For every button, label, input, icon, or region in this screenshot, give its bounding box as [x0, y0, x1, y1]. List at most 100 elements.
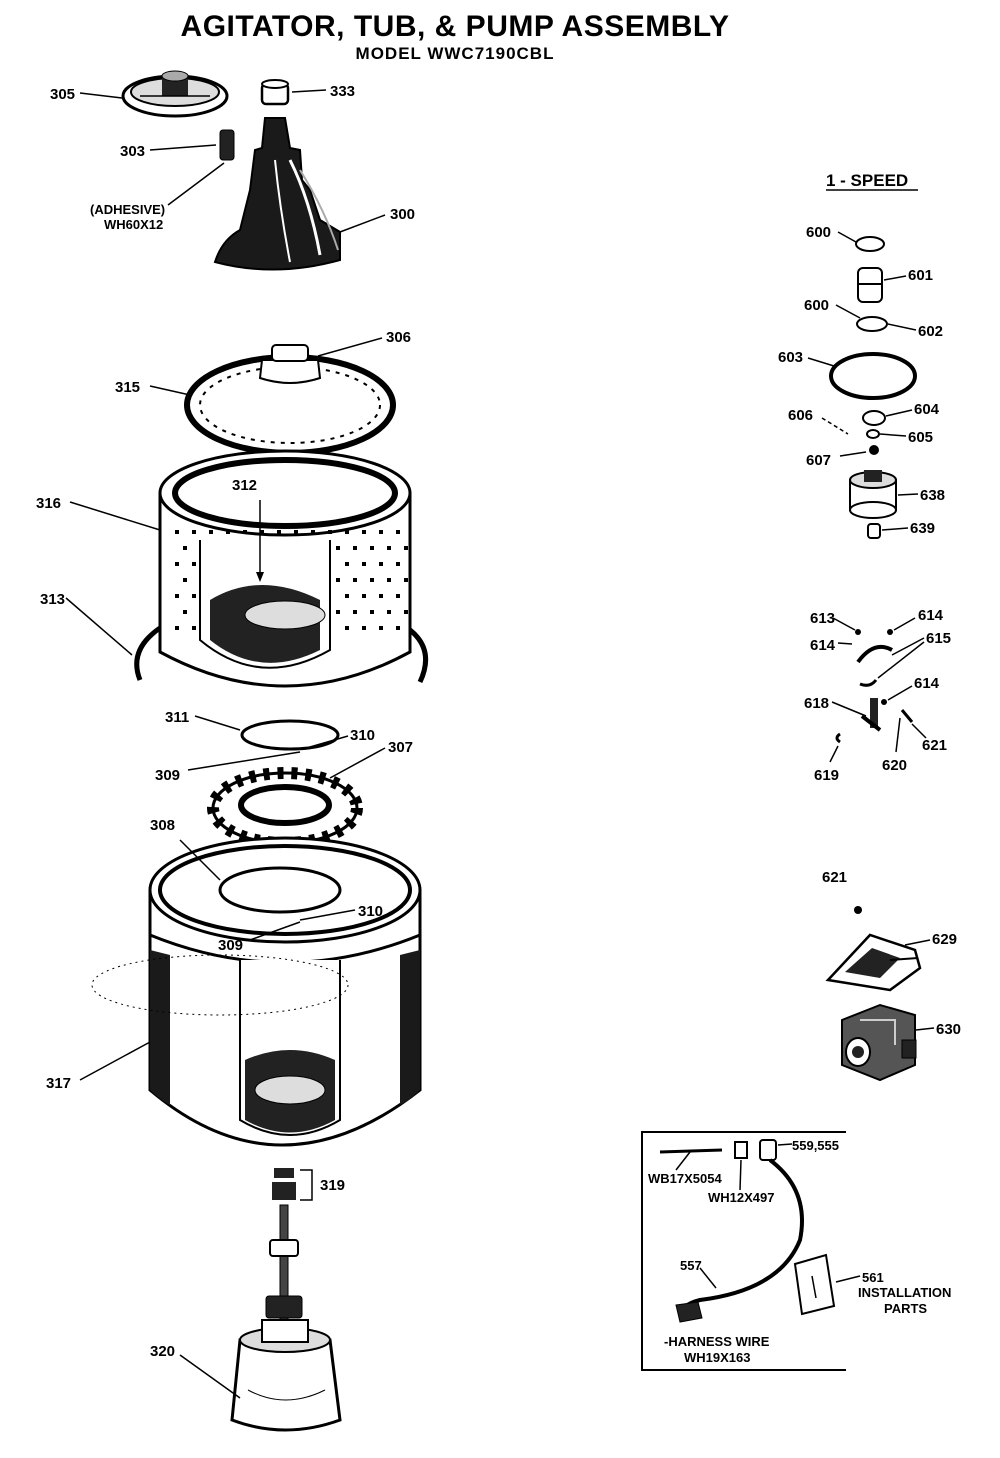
- perforation-hole: [345, 530, 349, 534]
- label-320: 320: [150, 1343, 175, 1360]
- label-wh12x497: WH12X497: [708, 1190, 774, 1205]
- model-number: MODEL WWC7190CBL: [355, 44, 555, 63]
- agitator-300: [213, 117, 341, 271]
- label-307: 307: [388, 739, 413, 756]
- part-605: [866, 429, 880, 439]
- label-309-upper: 309: [155, 767, 180, 784]
- perforation-hole: [379, 562, 383, 566]
- label-adhesive: (ADHESIVE): [90, 202, 165, 217]
- label-305: 305: [50, 86, 75, 103]
- label-333: 333: [330, 83, 355, 100]
- label-621b: 621: [822, 869, 847, 886]
- connector-559: [759, 1139, 777, 1161]
- gasket-307: [207, 767, 363, 849]
- perforation-hole: [353, 578, 357, 582]
- label-308: 308: [150, 817, 175, 834]
- perforation-hole: [362, 626, 366, 630]
- perforation-hole: [175, 594, 179, 598]
- perforation-hole: [260, 530, 264, 534]
- bearing-319b: [272, 1182, 296, 1200]
- label-315: 315: [115, 379, 140, 396]
- part-621a: [900, 709, 914, 723]
- clip-313-left: [134, 625, 162, 681]
- perforation-hole: [277, 530, 281, 534]
- part-638: [849, 470, 897, 519]
- label-639: 639: [910, 520, 935, 537]
- label-316: 316: [36, 495, 61, 512]
- part-wh12x497: [734, 1141, 748, 1159]
- perforation-hole: [396, 562, 400, 566]
- perforation-hole: [370, 610, 374, 614]
- label-600b: 600: [804, 297, 829, 314]
- label-600a: 600: [806, 224, 831, 241]
- label-303: 303: [120, 143, 145, 160]
- part-600b: [856, 316, 888, 332]
- perforation-hole: [379, 626, 383, 630]
- perforation-hole: [175, 530, 179, 534]
- label-306: 306: [386, 329, 411, 346]
- label-605: 605: [908, 429, 933, 446]
- perforation-hole: [370, 578, 374, 582]
- perforation-hole: [328, 530, 332, 534]
- label-614b: 614: [810, 637, 836, 654]
- label-harness-wire: -HARNESS WIRE: [664, 1334, 770, 1349]
- perforation-hole: [379, 594, 383, 598]
- label-606: 606: [788, 407, 813, 424]
- perforation-hole: [209, 530, 213, 534]
- label-311: 311: [165, 709, 189, 726]
- label-319: 319: [320, 1177, 345, 1194]
- label-559-555: 559,555: [792, 1138, 839, 1153]
- perforation-hole: [345, 626, 349, 630]
- diagram-title: AGITATOR, TUB, & PUMP ASSEMBLY: [180, 10, 730, 43]
- label-614a: 614: [918, 607, 944, 624]
- label-604: 604: [914, 401, 940, 418]
- perforation-hole: [175, 626, 179, 630]
- part-wb17x5054: [659, 1148, 723, 1154]
- perforation-hole: [353, 610, 357, 614]
- inset-box: [641, 1131, 846, 1371]
- label-601: 601: [908, 267, 933, 284]
- perforation-hole: [404, 610, 408, 614]
- perforation-hole: [345, 594, 349, 598]
- perforation-hole: [336, 546, 340, 550]
- perforation-hole: [294, 530, 298, 534]
- perforation-hole: [362, 562, 366, 566]
- installation-parts-561: [793, 1253, 836, 1316]
- seal-308: [218, 866, 342, 914]
- perforation-hole: [404, 546, 408, 550]
- part-619: [835, 732, 841, 744]
- seal-311: [240, 719, 340, 751]
- label-310-lower: 310: [358, 903, 383, 920]
- perforation-hole: [192, 530, 196, 534]
- label-312: 312: [232, 477, 257, 494]
- perforation-hole: [379, 530, 383, 534]
- part-614c: [881, 699, 887, 705]
- label-615: 615: [926, 630, 951, 647]
- perforation-hole: [183, 546, 187, 550]
- label-602: 602: [918, 323, 943, 340]
- label-561: 561: [862, 1270, 884, 1285]
- drive-shaft-320: [230, 1204, 342, 1432]
- perforation-hole: [183, 578, 187, 582]
- cap-333: [260, 79, 290, 106]
- label-629: 629: [932, 931, 957, 948]
- basket-perforations: [175, 530, 408, 630]
- part-615a: [856, 645, 893, 664]
- perforation-hole: [396, 530, 400, 534]
- perforation-hole: [362, 594, 366, 598]
- perforation-hole: [183, 610, 187, 614]
- perforation-hole: [243, 530, 247, 534]
- insert-303: [219, 129, 235, 161]
- belt-603: [829, 352, 917, 400]
- perforation-hole: [192, 594, 196, 598]
- agitator-cap-305: [121, 70, 229, 118]
- perforation-hole: [336, 578, 340, 582]
- pump-630: [841, 1003, 917, 1082]
- perforation-hole: [387, 546, 391, 550]
- part-600a: [855, 236, 885, 252]
- pump-cover-629: [825, 933, 922, 992]
- part-615b: [859, 679, 878, 687]
- perforation-hole: [353, 546, 357, 550]
